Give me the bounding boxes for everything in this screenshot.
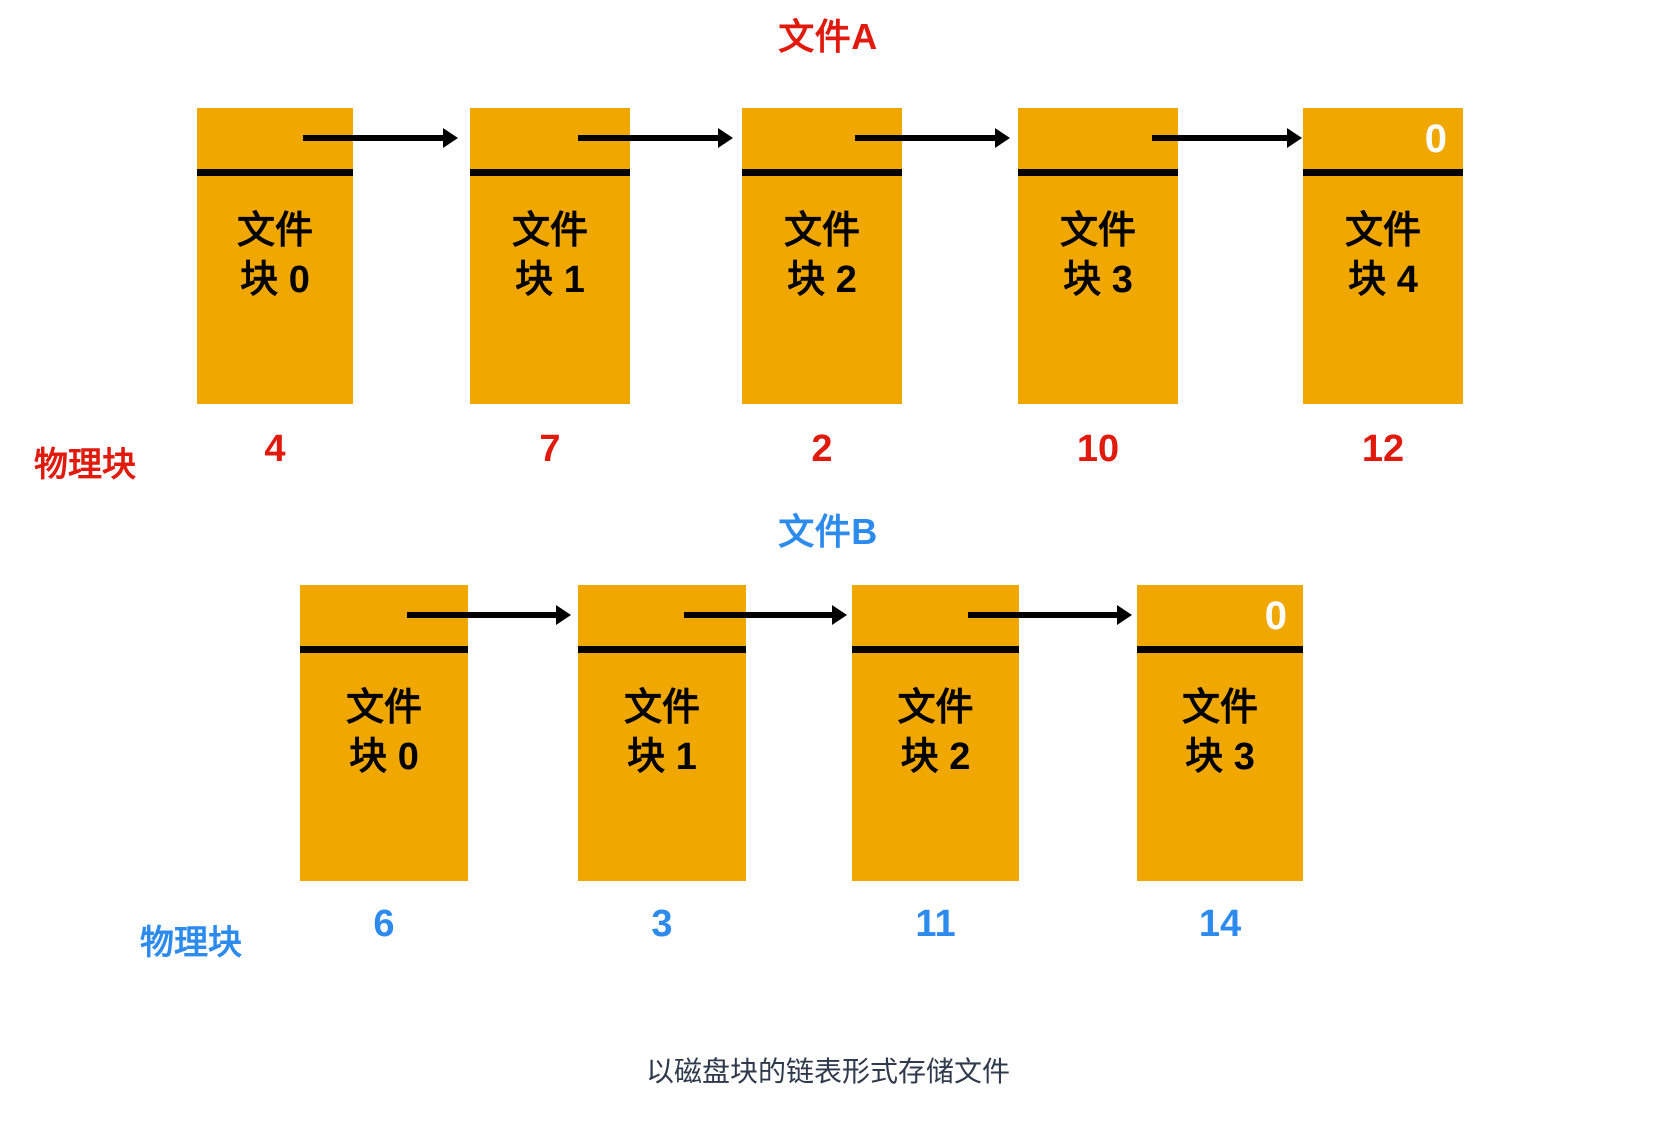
file-a-block-0-label-line2: 块 0 [240,259,310,301]
file-a-block-3-pointer [1018,108,1178,176]
file-a-block-4-label-line2: 块 4 [1348,259,1418,301]
file-a-block-4[interactable]: 文件 块 4 0 [1303,108,1463,404]
file-a-block-2-pointer [742,108,902,176]
file-a-block-0-label-line1: 文件 [236,209,313,252]
file-a-block-4-pointer: 0 [1303,108,1463,176]
file-a-block-0[interactable]: 文件 块 0 [197,108,353,404]
file-b-block-1-pointer [578,585,746,653]
file-a-block-4-body: 文件 块 4 [1303,108,1463,404]
file-b-block-3-label-line1: 文件 [1181,686,1258,729]
file-a-physical-block-0: 4 [264,428,286,470]
file-b-block-row: 文件 块 0 文件 块 1 文件 块 2 文件 块 3 0 [0,585,1656,881]
file-a-block-3-body: 文件 块 3 [1018,108,1178,404]
file-a-block-3-label-line1: 文件 [1059,209,1136,252]
file-a-block-3[interactable]: 文件 块 3 [1018,108,1178,404]
file-b-block-1-label-line1: 文件 [623,686,700,729]
file-b-physical-block-1: 3 [651,903,673,945]
file-a-block-row: 文件 块 0 文件 块 1 文件 块 2 文件 块 3 [0,108,1656,404]
file-b-block-2-label-line1: 文件 [897,686,974,729]
file-b-block-0[interactable]: 文件 块 0 [300,585,468,881]
file-a-block-1-pointer [470,108,630,176]
file-b-block-3-body: 文件 块 3 [1137,585,1303,881]
file-b-block-1-body: 文件 块 1 [578,585,746,881]
file-a-physical-block-4: 12 [1361,428,1405,470]
file-b-block-3[interactable]: 文件 块 3 0 [1137,585,1303,881]
file-a-block-1[interactable]: 文件 块 1 [470,108,630,404]
file-a-physical-block-1: 7 [539,428,561,470]
file-b-physical-block-label: 物理块 [140,924,242,962]
file-b-block-2-label-line2: 块 2 [900,736,971,778]
file-a-title: 文件A [778,16,878,57]
file-a-block-3-label-line2: 块 3 [1063,259,1133,301]
file-a-block-4-label-line1: 文件 [1344,209,1421,252]
file-a-physical-block-label: 物理块 [34,446,136,484]
file-b-block-0-pointer [300,585,468,653]
file-b-block-0-label-line1: 文件 [345,686,422,729]
file-a-block-2-label-line1: 文件 [783,209,860,252]
file-a-block-0-body: 文件 块 0 [197,108,353,404]
file-b-block-2-body: 文件 块 2 [852,585,1019,881]
file-a-physical-block-3: 10 [1076,428,1120,470]
file-b-block-3-label-line2: 块 3 [1185,736,1255,778]
file-a-block-1-body: 文件 块 1 [470,108,630,404]
file-a-block-1-label-line2: 块 1 [515,259,585,301]
file-b-block-2[interactable]: 文件 块 2 [852,585,1019,881]
file-a-block-4-pointer-value: 0 [1424,116,1447,161]
file-a-block-2-body: 文件 块 2 [742,108,902,404]
file-a-physical-block-2: 2 [811,428,833,470]
file-b-physical-block-2: 11 [915,903,956,945]
file-a-block-1-label-line1: 文件 [511,209,588,252]
file-b-block-1[interactable]: 文件 块 1 [578,585,746,881]
file-b-block-3-pointer: 0 [1137,585,1303,653]
file-b-block-3-pointer-value: 0 [1264,593,1287,638]
file-a-block-2-label-line2: 块 2 [787,259,857,301]
file-b-title: 文件B [778,511,878,552]
file-b-block-2-pointer [852,585,1019,653]
file-b-physical-block-3: 14 [1198,903,1242,945]
file-a-block-0-pointer [197,108,353,176]
file-a-block-2[interactable]: 文件 块 2 [742,108,902,404]
figure-caption: 以磁盘块的链表形式存储文件 [645,1056,1010,1087]
file-b-block-0-body: 文件 块 0 [300,585,468,881]
file-b-block-1-label-line2: 块 1 [627,736,697,778]
file-b-physical-block-0: 6 [373,903,395,945]
file-b-block-0-label-line2: 块 0 [349,736,419,778]
